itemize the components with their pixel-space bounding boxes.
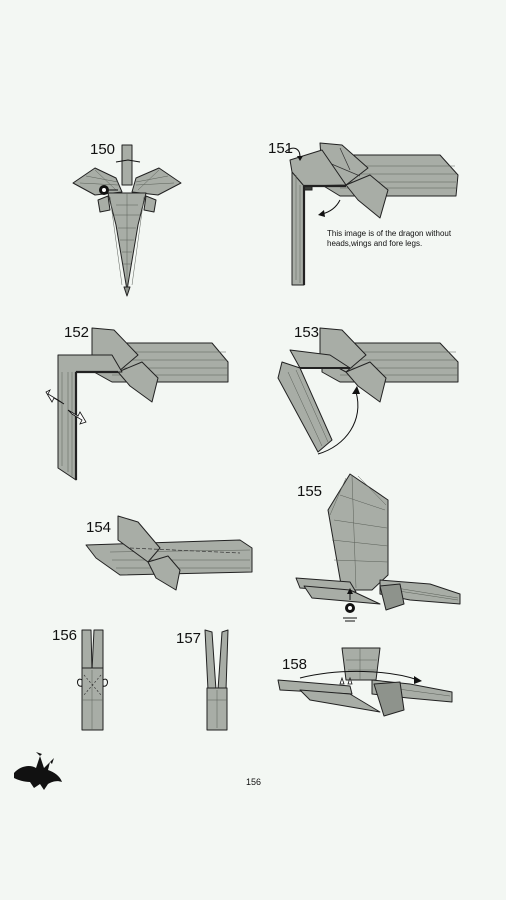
diagram-step-155 xyxy=(296,474,460,621)
diagram-step-158 xyxy=(278,648,452,716)
dragon-silhouette-icon xyxy=(14,752,62,790)
diagram-step-156 xyxy=(78,630,108,730)
diagram-step-154 xyxy=(86,516,252,590)
diagram-step-157 xyxy=(205,630,228,730)
diagram-step-151 xyxy=(285,143,458,285)
diagram-step-153 xyxy=(278,328,458,454)
diagram-step-150 xyxy=(73,145,181,296)
diagram-step-152 xyxy=(46,328,228,480)
